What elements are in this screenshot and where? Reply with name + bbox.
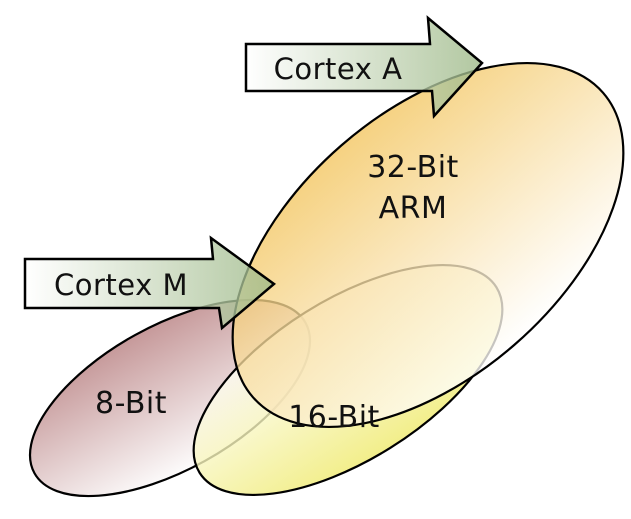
label-8bit: 8-Bit [95,386,167,421]
cortex-a-arrow-icon [244,15,484,119]
label-cortex-m: Cortex M [54,268,188,302]
cortex-m-arrow-icon [23,235,277,331]
label-cortex-a: Cortex A [274,52,403,86]
cortex-a-arrow: Cortex A [244,15,484,119]
ellipse-32bit [231,61,625,429]
label-16bit: 16-Bit [288,400,380,435]
cortex-m-arrow: Cortex M [23,235,277,331]
label-32bit: 32-Bit [367,150,459,185]
label-arm: ARM [379,191,448,226]
region-32bit-arm [231,61,625,429]
